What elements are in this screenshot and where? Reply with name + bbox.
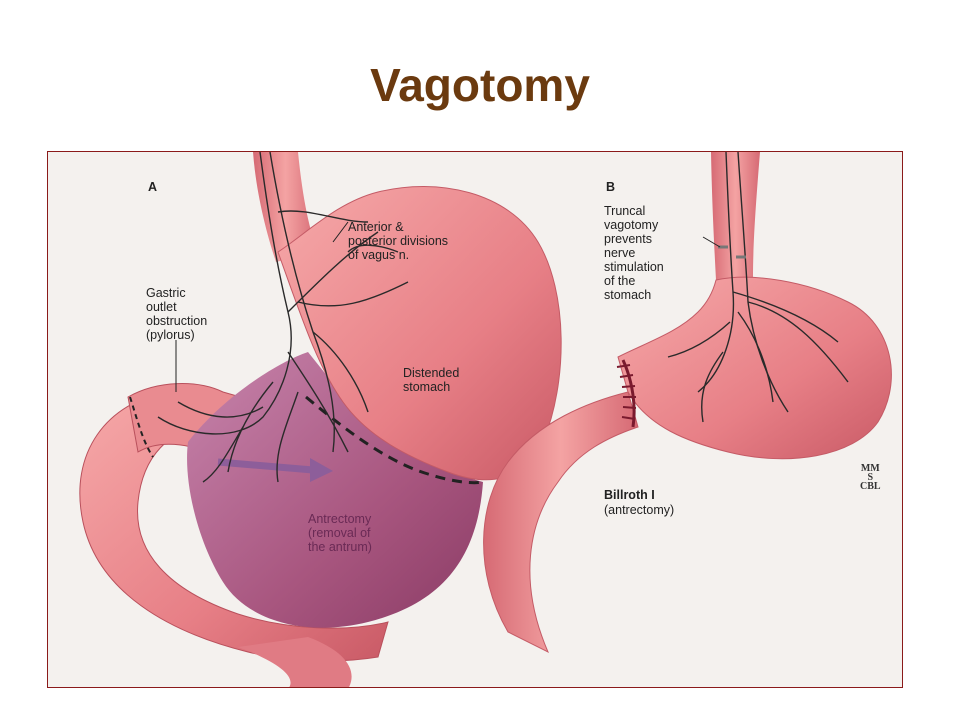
vagus-divisions-label: Anterior & posterior divisions of vagus … [348, 220, 449, 262]
direction-arrow [217, 458, 314, 474]
duodenum-b [483, 391, 639, 654]
truncal-vagotomy-label: Truncal vagotomy prevents nerve stimulat… [604, 204, 664, 302]
antrum-region [187, 352, 483, 628]
billroth-title: Billroth I [604, 488, 655, 502]
vagotomy-illustration: A Anterior & posterior divisions of vagu… [47, 151, 903, 688]
vagus-nerves-a [157, 152, 409, 483]
vagus-nerves-b [667, 152, 849, 423]
small-bowel-a [238, 637, 352, 687]
anastomosis-sutures [616, 359, 637, 428]
esophagus-b [711, 152, 760, 280]
duodenum-loop-a [79, 391, 389, 662]
resection-line [305, 395, 484, 485]
antrectomy-label: Antrectomy (removal of the antrum) [308, 512, 372, 554]
publisher-logo: MM S CBL [860, 463, 881, 492]
stomach-body-b [617, 276, 892, 460]
panel-a-letter: A [148, 180, 158, 194]
distended-stomach-label: Distended stomach [403, 366, 460, 394]
gastric-outlet-obstruction-label: Gastric outlet obstruction (pylorus) [146, 286, 208, 342]
billroth-subtitle: (antrectomy) [604, 503, 675, 517]
anatomy-drawing [79, 152, 892, 687]
panel-b-letter: B [606, 180, 616, 194]
slide-title: Vagotomy [370, 59, 590, 111]
